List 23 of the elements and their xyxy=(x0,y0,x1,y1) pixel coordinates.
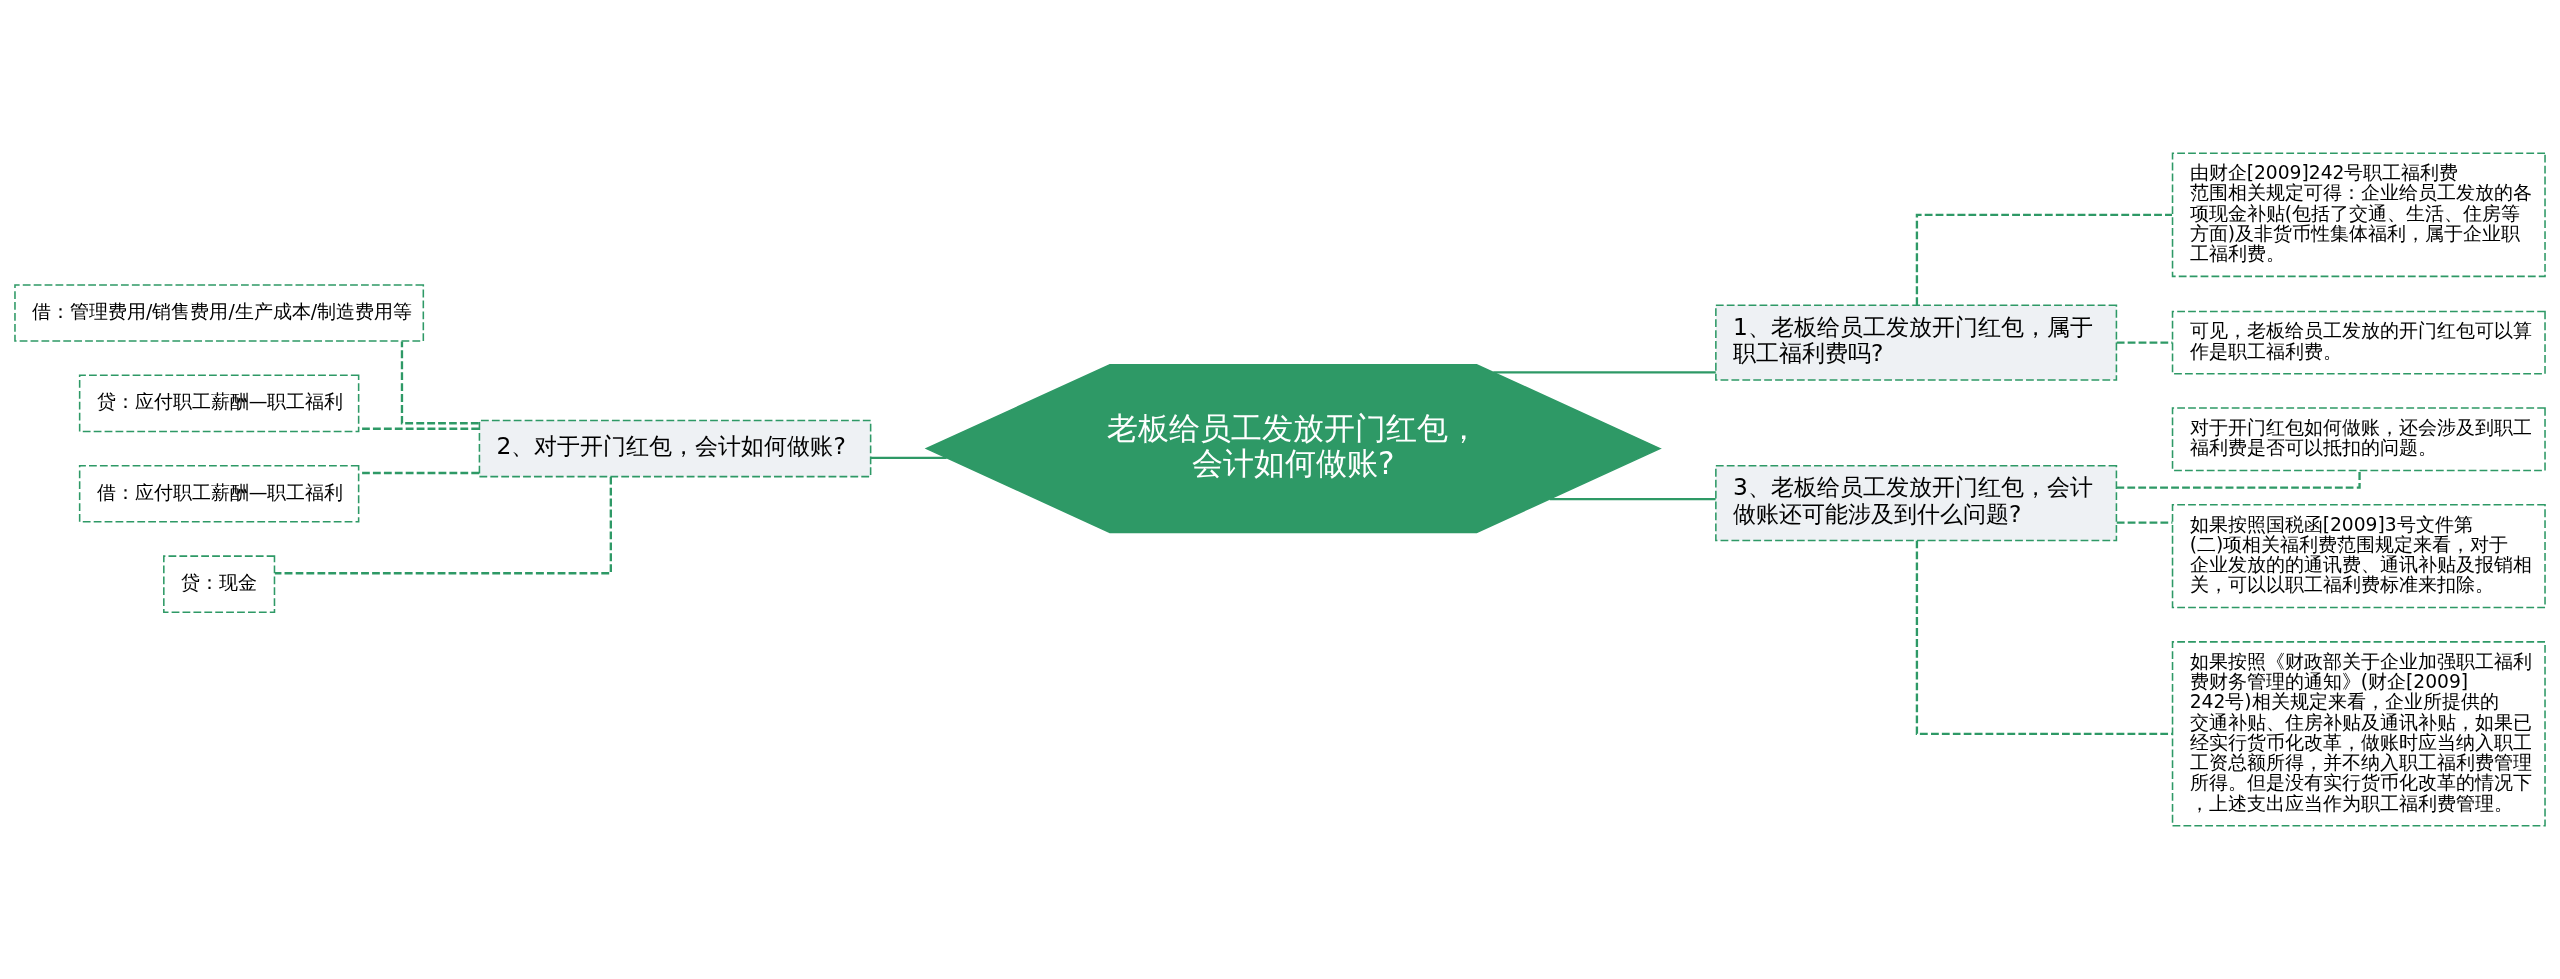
connector xyxy=(359,427,480,430)
connector xyxy=(274,476,612,575)
connector xyxy=(1915,540,2173,735)
connector xyxy=(400,341,479,425)
connector xyxy=(2116,341,2173,344)
connector xyxy=(1915,213,2173,305)
connector xyxy=(359,471,480,475)
node-box: 由财企[2009]242号职工福利费范围相关规定可得：企业给员工发放的各项现金补贴(包括了交通、生活、住房等方面)及非货币性集体福利，属于企业职工福利费。 xyxy=(2171,152,2546,278)
node-box: 借：应付职工薪酬—职工福利 xyxy=(78,464,360,523)
node-box: 可见，老板给员工发放的开门红包可以算作是职工福利费。 xyxy=(2171,310,2546,375)
node-box: 1、老板给员工发放开门红包，属于职工福利费吗? xyxy=(1715,304,2118,381)
node-box: 3、老板给员工发放开门红包，会计做账还可能涉及到什么问题? xyxy=(1715,464,2118,542)
node-box: 2、对于开门红包，会计如何做账? xyxy=(478,419,872,478)
node-box: 如果按照《财政部关于企业加强职工福利费财务管理的通知》(财企[2009]242号)相关规定来看，企业所提供的交通补贴、住房补贴及通讯补贴，如果已经实行货币化改革，做账时应当纳入职工工资总额所得，并不纳入职工福利费管理所得。但是没有实行货币化改革的情况下，上述支出应当作为职工福利费管理。 xyxy=(2171,641,2546,827)
node-box: 对于开门红包如何做账，还会涉及到职工福利费是否可以抵扣的问题。 xyxy=(2171,407,2546,472)
node-box: 如果按照国税函[2009]3号文件第(二)项相关福利费范围规定来看，对于企业发放的的通讯费、通讯补贴及报销相关，可以以职工福利费标准来扣除。 xyxy=(2171,503,2546,609)
node-box: 贷：应付职工薪酬—职工福利 xyxy=(78,374,360,433)
node-box: 贷：现金 xyxy=(163,555,276,613)
connector xyxy=(1493,371,1716,374)
node-box: 借：管理费用/销售费用/生产成本/制造费用等 xyxy=(14,284,425,342)
connector xyxy=(2116,521,2173,524)
connector xyxy=(1549,497,1716,501)
connector xyxy=(870,456,947,460)
